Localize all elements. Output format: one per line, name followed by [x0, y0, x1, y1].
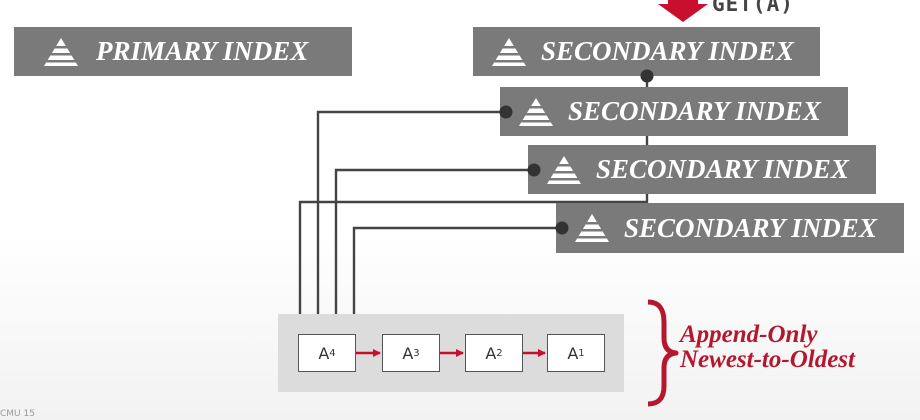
node-subscript: 1 — [578, 347, 585, 359]
node-subscript: 4 — [329, 347, 336, 359]
node-subscript: 2 — [496, 347, 503, 359]
wire-dot — [527, 163, 541, 177]
primary-index-box: PRIMARY INDEX — [14, 27, 352, 76]
node-name: A — [318, 343, 330, 363]
node-subscript: 3 — [413, 347, 420, 359]
secondary-index-label: SECONDARY INDEX — [541, 36, 794, 66]
secondary-index-box-4: SECONDARY INDEX — [556, 203, 904, 253]
wire-dot — [640, 69, 654, 83]
secondary-index-label: SECONDARY INDEX — [568, 96, 821, 126]
node-name: A — [402, 343, 414, 363]
pyramid-icon — [574, 214, 610, 242]
pyramid-icon — [518, 97, 554, 126]
wire-secondary-1 — [296, 76, 649, 328]
footer-text: CMU 15 — [0, 409, 35, 419]
curly-brace — [647, 299, 679, 407]
append-only-annotation: Append-Only Newest-to-Oldest — [680, 322, 855, 372]
annotation-line-1: Append-Only — [680, 321, 818, 348]
primary-index-label: PRIMARY INDEX — [96, 36, 309, 66]
pyramid-icon — [491, 37, 527, 66]
query-label: GET(A) — [712, 0, 794, 16]
secondary-index-label: SECONDARY INDEX — [624, 212, 877, 243]
secondary-index-box-1: SECONDARY INDEX — [473, 27, 820, 76]
query-arrow — [658, 0, 708, 22]
node-name: A — [485, 343, 497, 363]
wire-secondary-4 — [350, 226, 562, 328]
node-name: A — [567, 343, 579, 363]
secondary-index-box-3: SECONDARY INDEX — [528, 145, 876, 194]
secondary-index-box-2: SECONDARY INDEX — [500, 87, 848, 136]
secondary-index-label: SECONDARY INDEX — [596, 154, 849, 184]
wire-secondary-2 — [314, 110, 506, 328]
wire-dot — [555, 221, 569, 235]
pyramid-icon — [546, 155, 582, 184]
wire-dot — [499, 105, 513, 119]
annotation-line-2: Newest-to-Oldest — [680, 346, 855, 373]
pyramid-icon — [43, 37, 79, 66]
wire-secondary-3 — [332, 168, 534, 328]
